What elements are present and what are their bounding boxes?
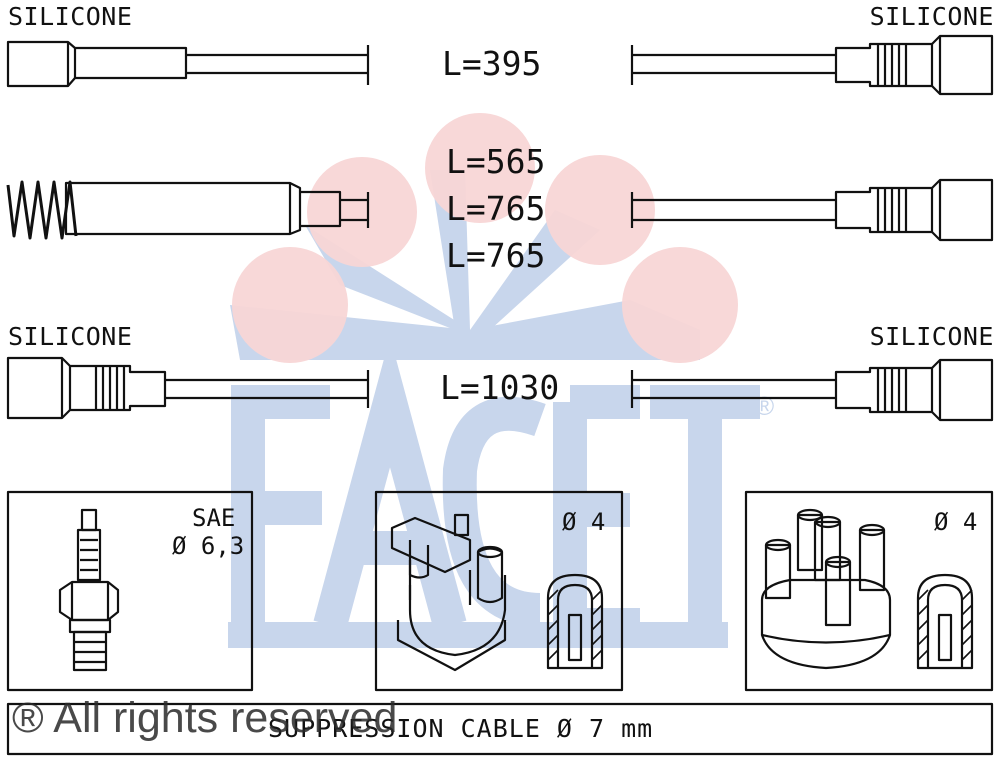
material-top-right: SILICONE: [869, 2, 994, 31]
length-middle-1: L=565: [446, 142, 546, 181]
material-top-left: SILICONE: [8, 2, 133, 31]
distributor-cap-icon: [760, 508, 892, 670]
length-bottom: L=1030: [440, 368, 560, 407]
registered-mark: ®: [755, 391, 774, 421]
footer-cable-spec: SUPPRESSION CABLE Ø 7 mm: [268, 714, 654, 743]
coil-diameter: Ø 4: [562, 508, 606, 536]
boot-top-right: [834, 34, 994, 96]
cable-middle: [6, 178, 994, 242]
cable-bottom: [6, 356, 994, 422]
material-bottom-left: SILICONE: [8, 322, 133, 351]
spark-plug-icon: [58, 508, 120, 672]
spark-plug-standard: SAE: [192, 504, 236, 532]
copyright-watermark: ® All rights reserved: [12, 694, 398, 742]
ignition-coil-icon: [390, 513, 507, 672]
distributor-diameter: Ø 4: [934, 508, 978, 536]
footer-box: [6, 702, 994, 756]
panel-coil: [374, 490, 624, 692]
terminal-section-icon: [916, 573, 974, 670]
cable-top: [6, 34, 994, 96]
facet-logo-circles: [232, 113, 738, 363]
panel-distributor: [744, 490, 994, 692]
boot-top-left: [6, 40, 188, 88]
material-bottom-right: SILICONE: [869, 322, 994, 351]
length-top: L=395: [442, 44, 542, 83]
length-middle-3: L=765: [446, 236, 546, 275]
boot-bottom-left: [6, 356, 167, 420]
facet-logo-baseline: [228, 622, 728, 648]
terminal-section-icon: [546, 573, 604, 670]
boot-bottom-right: [834, 358, 994, 422]
spark-plug-diameter: Ø 6,3: [172, 532, 245, 560]
boot-middle-right: [834, 178, 994, 242]
panel-spark-plug: [6, 490, 254, 692]
length-middle-2: L=765: [446, 189, 546, 228]
facet-watermark: ®: [228, 113, 774, 648]
